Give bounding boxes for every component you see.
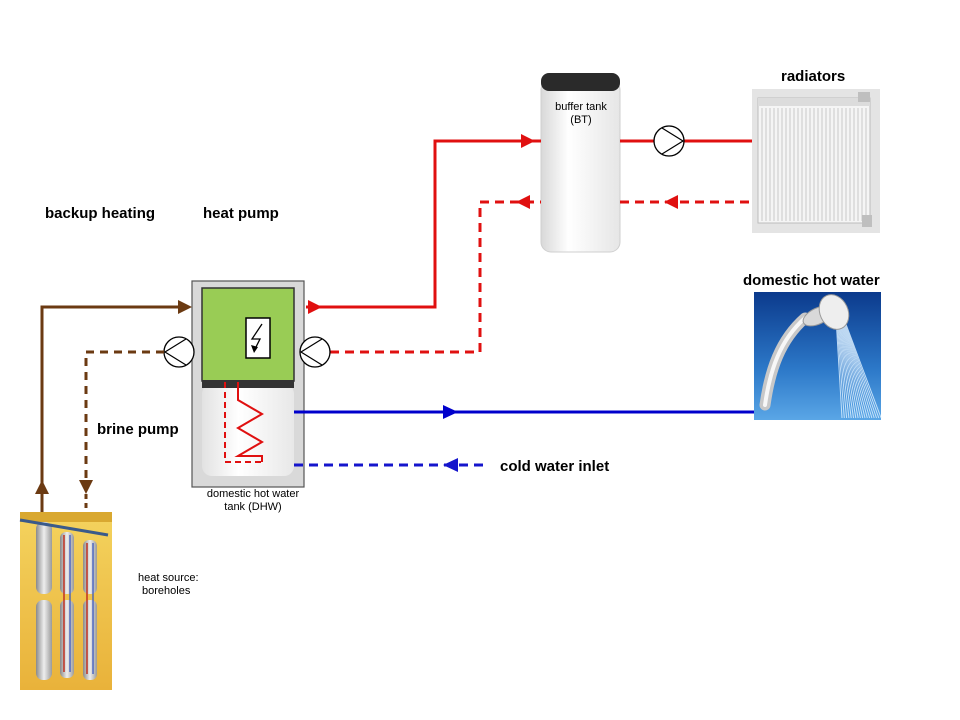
- buffer-tank-label-line2: (BT): [570, 114, 592, 126]
- flow-arrow-icon: [443, 405, 458, 419]
- heat-pump-label: heat pump: [203, 205, 279, 222]
- flow-arrow-icon: [79, 480, 93, 494]
- cold-water-inlet-label: cold water inlet: [500, 458, 610, 475]
- buffer-tank-label: buffer tank (BT): [545, 101, 617, 127]
- flow-arrow-icon: [664, 195, 678, 209]
- heating-coil: [224, 382, 264, 463]
- shower-head-image: [754, 292, 882, 420]
- backup-heating-label: backup heating: [45, 205, 156, 222]
- heat-source-label-line1: heat source:: [138, 572, 199, 584]
- buffer-tank-label-line1: buffer tank: [555, 101, 607, 113]
- heat-source-label-line2: boreholes: [142, 585, 191, 597]
- dhw-tank-label-line2: tank (DHW): [224, 501, 282, 513]
- pump-icon: [299, 336, 331, 368]
- flow-arrow-icon: [516, 195, 530, 209]
- brine-flow-pipe: [35, 300, 192, 512]
- lightning-bolt-icon: [245, 317, 271, 359]
- buffer-tank: [540, 73, 621, 253]
- domestic-hot-water-label: domestic hot water: [743, 272, 880, 289]
- flow-arrow-icon: [35, 480, 49, 494]
- brine-pump-label: brine pump: [97, 421, 179, 438]
- brine-return-pipe: [79, 350, 164, 512]
- cold-water-pipe: [294, 458, 486, 472]
- flow-arrow-icon: [178, 300, 192, 314]
- pump-icon: [163, 336, 195, 368]
- flow-arrow-icon: [521, 134, 535, 148]
- heating-return-pipe: [330, 195, 752, 354]
- flow-arrow-icon: [443, 458, 458, 472]
- radiator-image: [752, 89, 880, 233]
- heating-flow-pipe: [306, 134, 752, 314]
- flow-arrow-icon: [308, 300, 322, 314]
- heat-source-label: heat source: boreholes: [138, 572, 199, 598]
- radiators-label: radiators: [781, 68, 846, 85]
- pump-icon: [653, 125, 685, 157]
- domestic-hot-water-pipe: [294, 405, 754, 419]
- dhw-tank-label-line1: domestic hot water: [206, 488, 300, 500]
- boreholes-image: [19, 512, 112, 690]
- dhw-tank-label: domestic hot water tank (DHW): [190, 488, 316, 514]
